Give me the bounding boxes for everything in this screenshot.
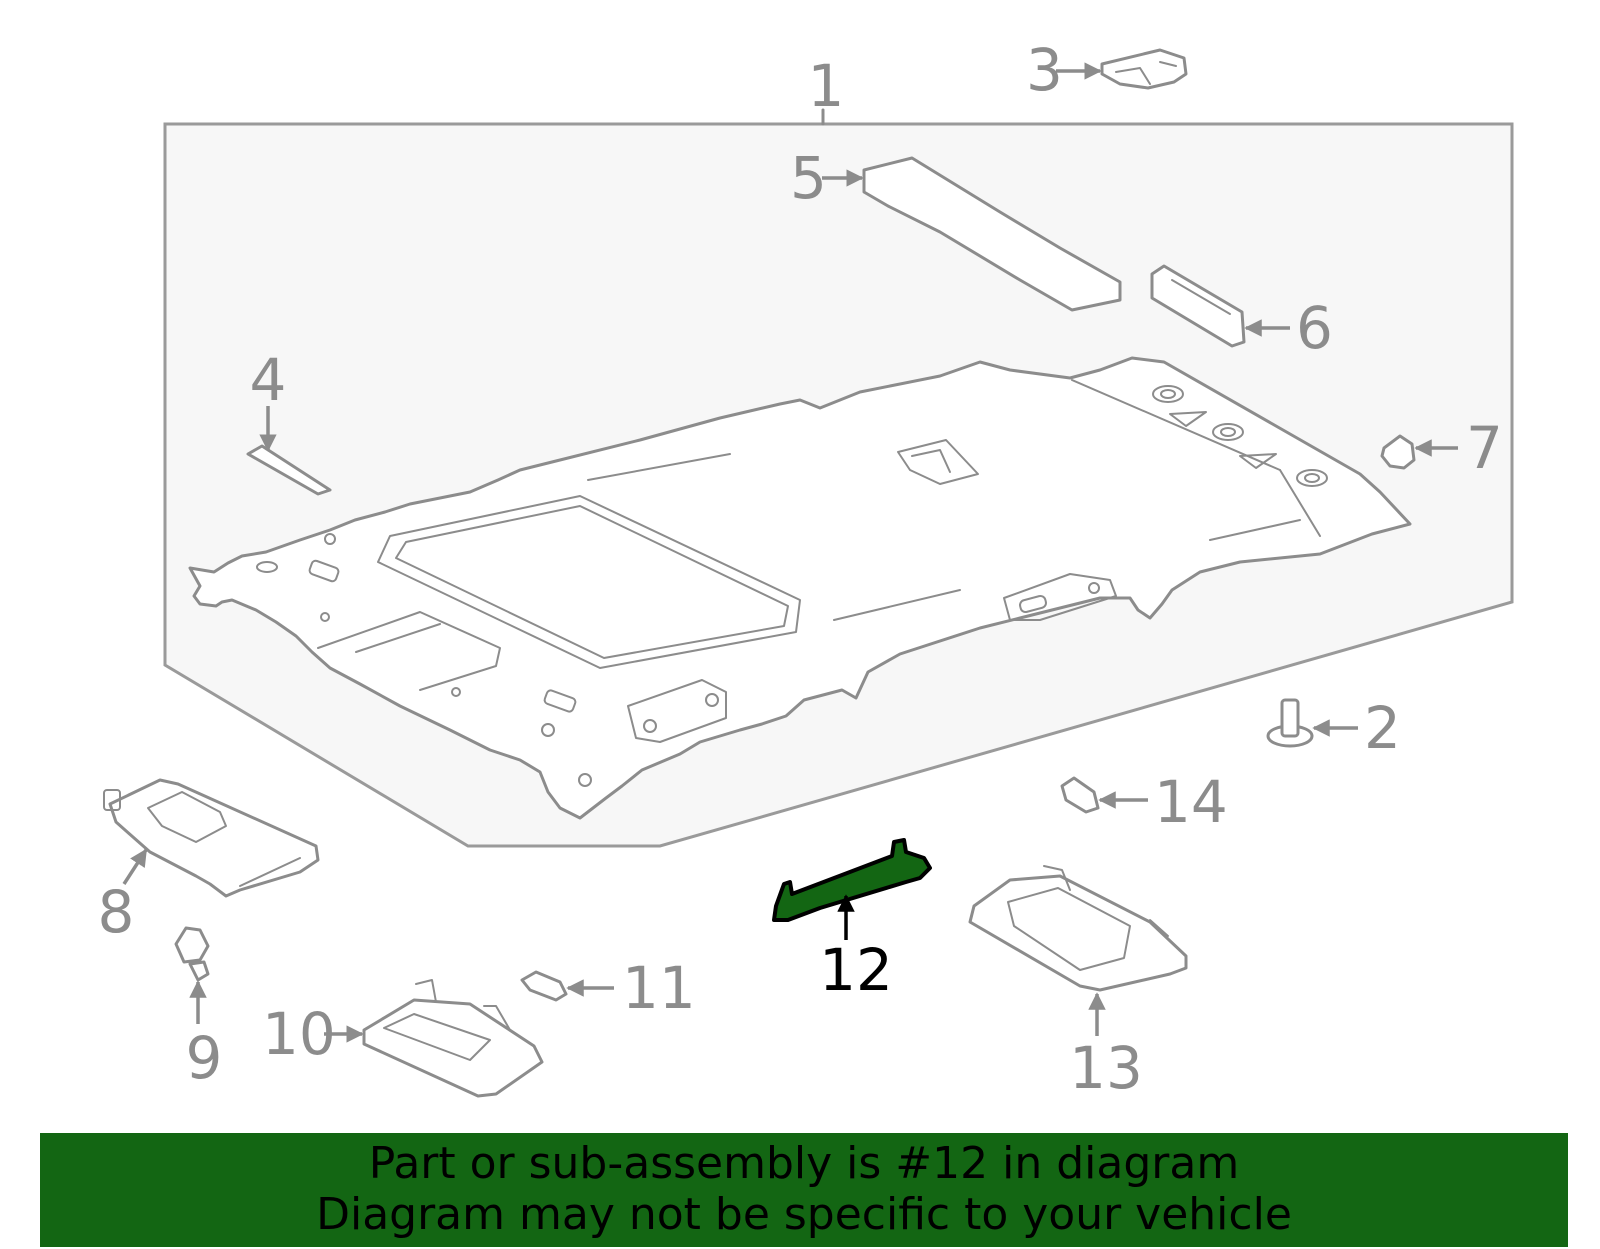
part-3-clip: [1100, 48, 1188, 90]
part-14-bulb: [1060, 776, 1100, 814]
callout-3: 3: [1026, 36, 1063, 104]
info-banner: Part or sub-assembly is #12 in diagram D…: [40, 1133, 1568, 1247]
part-4-pad: [246, 444, 332, 496]
part-9-clip: [174, 926, 210, 982]
part-12-grab-handle[interactable]: [772, 838, 932, 922]
callout-7: 7: [1466, 414, 1503, 482]
part-11-bulb: [520, 970, 568, 1002]
part-10-lamp: [362, 979, 544, 1098]
callout-12: 12: [819, 936, 893, 1004]
callout-5: 5: [790, 144, 827, 212]
part-8-sun-visor: [103, 778, 320, 898]
part-7-plug: [1380, 434, 1416, 470]
callout-9: 9: [186, 1024, 223, 1092]
callout-10: 10: [262, 1000, 336, 1068]
callout-13: 13: [1069, 1034, 1143, 1102]
callout-14: 14: [1154, 768, 1228, 836]
callout-1: 1: [808, 52, 845, 120]
banner-line-2: Diagram may not be specific to your vehi…: [316, 1189, 1292, 1240]
callout-6: 6: [1296, 294, 1333, 362]
callout-labels: 1 2 3 4 5 6 7 8 9 10 11 12 13 14: [98, 36, 1503, 1102]
part-13-lamp: [968, 865, 1188, 992]
callout-11: 11: [622, 954, 696, 1022]
callout-2: 2: [1364, 694, 1401, 762]
part-6-cover: [1150, 264, 1246, 348]
leader-arrows: [122, 62, 1458, 1043]
part-2-screw: [1266, 698, 1314, 748]
banner-line-1: Part or sub-assembly is #12 in diagram: [368, 1138, 1240, 1189]
callout-4: 4: [250, 346, 287, 414]
headliner-panel: [188, 356, 1412, 820]
part-5-trim-strip: [862, 156, 1122, 312]
callout-8: 8: [98, 878, 135, 946]
